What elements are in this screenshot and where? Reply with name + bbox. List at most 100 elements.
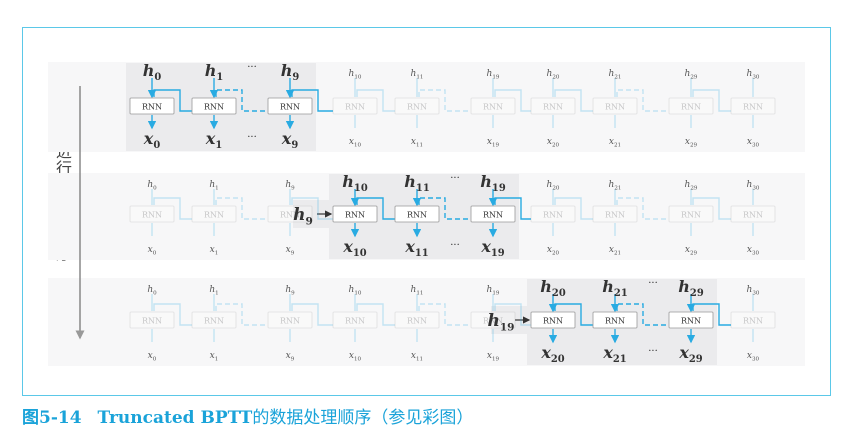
input-label: x11 — [411, 137, 423, 148]
recurrent-connection — [356, 303, 395, 326]
recurrent-connection — [153, 89, 192, 112]
recurrent-connection — [494, 89, 531, 112]
rnn-node-box — [470, 205, 516, 223]
rnn-cell-active: RNN — [332, 189, 395, 238]
recurrent-connection — [291, 89, 333, 112]
input-label: x20 — [540, 343, 564, 365]
rnn-node-label: RNN — [204, 103, 224, 112]
rnn-node-label: RNN — [743, 103, 763, 112]
rnn-node-box — [668, 97, 714, 115]
rnn-node-label: RNN — [142, 103, 162, 112]
rnn-node-box — [394, 311, 440, 329]
rnn-cell-faded: RNN — [332, 78, 395, 128]
input-label: x10 — [342, 237, 366, 259]
rnn-node-label: RNN — [483, 103, 503, 112]
hidden-state-label: h21 — [609, 69, 622, 80]
rnn-cell-faded: RNN — [592, 189, 669, 236]
ellipsis-states: ··· — [450, 173, 460, 184]
incoming-hidden-state-label: h19 — [487, 311, 514, 333]
recurrent-connection — [554, 303, 593, 326]
rnn-cell-faded: RNN — [730, 294, 776, 342]
rnn-node-label: RNN — [543, 211, 563, 220]
rnn-cell-faded: RNN — [332, 294, 395, 342]
hidden-state-label: h11 — [404, 172, 429, 194]
hidden-state-label: h21 — [609, 180, 622, 191]
input-label: x30 — [747, 351, 760, 362]
rnn-node-label: RNN — [204, 211, 224, 220]
recurrent-connection — [616, 303, 669, 326]
recurrent-connection — [215, 89, 268, 112]
rnn-node-box — [129, 97, 175, 115]
recurrent-connection — [215, 197, 268, 220]
rnn-cell-faded: RNN — [394, 294, 471, 342]
rnn-node-label: RNN — [142, 317, 162, 326]
input-label: x21 — [609, 245, 621, 256]
hidden-state-label: h20 — [547, 69, 560, 80]
input-label: x10 — [349, 137, 362, 148]
rnn-node-box — [530, 311, 576, 329]
hidden-state-label: h11 — [411, 69, 424, 80]
rnn-node-box — [191, 97, 237, 115]
caption-title-en: Truncated BPTT — [97, 408, 253, 428]
hidden-state-label: h19 — [487, 69, 500, 80]
incoming-hidden-state-label: h9 — [293, 205, 313, 227]
rnn-cell-active: RNN — [267, 78, 333, 130]
rnn-cell-faded: RNN — [530, 189, 593, 236]
hidden-state-label: h9 — [285, 180, 295, 191]
rnn-node-box — [668, 311, 714, 329]
recurrent-connection — [356, 89, 395, 112]
hidden-state-label: h21 — [602, 277, 627, 299]
rnn-node-label: RNN — [483, 317, 503, 326]
rnn-node-label: RNN — [605, 317, 625, 326]
rnn-node-box — [191, 311, 237, 329]
recurrent-connection — [616, 89, 669, 112]
hidden-state-label: h19 — [480, 172, 506, 194]
rnn-node-label: RNN — [743, 317, 763, 326]
rnn-node-box — [332, 205, 378, 223]
rnn-cell-faded: RNN — [267, 294, 333, 342]
hidden-state-label: h1 — [209, 180, 218, 191]
rnn-node-label: RNN — [543, 103, 563, 112]
rnn-node-box — [730, 97, 776, 115]
input-label: x1 — [205, 129, 222, 151]
rnn-node-box — [332, 311, 378, 329]
input-label: x20 — [547, 137, 560, 148]
rnn-cell-active: RNN — [129, 78, 192, 130]
hidden-state-label: h20 — [547, 180, 560, 191]
caption-title-zh: 的数据处理顺序（参见彩图） — [252, 408, 474, 428]
rnn-node-label: RNN — [543, 317, 563, 326]
rnn-node-box — [394, 97, 440, 115]
input-label: x19 — [487, 351, 500, 362]
rnn-node-box — [668, 205, 714, 223]
ellipsis-inputs: ··· — [247, 132, 257, 143]
rnn-node-label: RNN — [407, 103, 427, 112]
rnn-node-box — [530, 97, 576, 115]
recurrent-connection — [692, 303, 731, 326]
rnn-cell-faded: RNN — [470, 78, 531, 128]
input-label: x9 — [286, 245, 295, 256]
recurrent-connection — [692, 89, 731, 112]
recurrent-connection — [554, 197, 593, 220]
rnn-node-label: RNN — [345, 317, 365, 326]
rnn-cell-active: RNN — [470, 189, 531, 238]
ellipsis-states: ··· — [247, 62, 257, 73]
hidden-state-label: h0 — [147, 285, 157, 296]
input-label: x10 — [349, 351, 362, 362]
input-label: x30 — [747, 137, 760, 148]
rnn-node-label: RNN — [681, 317, 701, 326]
rnn-cell-active: RNN — [530, 294, 593, 344]
input-label: x0 — [143, 129, 161, 151]
hidden-state-label: h10 — [349, 285, 362, 296]
recurrent-connection — [692, 197, 731, 220]
input-label: x21 — [602, 343, 626, 365]
input-label: x0 — [148, 351, 157, 362]
rnn-node-box — [592, 97, 638, 115]
recurrent-connection — [494, 197, 531, 220]
input-label: x19 — [480, 237, 504, 259]
input-label: x11 — [411, 351, 423, 362]
hidden-state-label: h30 — [747, 69, 760, 80]
input-label: x20 — [547, 245, 560, 256]
recurrent-connection — [291, 303, 333, 326]
hidden-state-label: h9 — [281, 61, 300, 83]
